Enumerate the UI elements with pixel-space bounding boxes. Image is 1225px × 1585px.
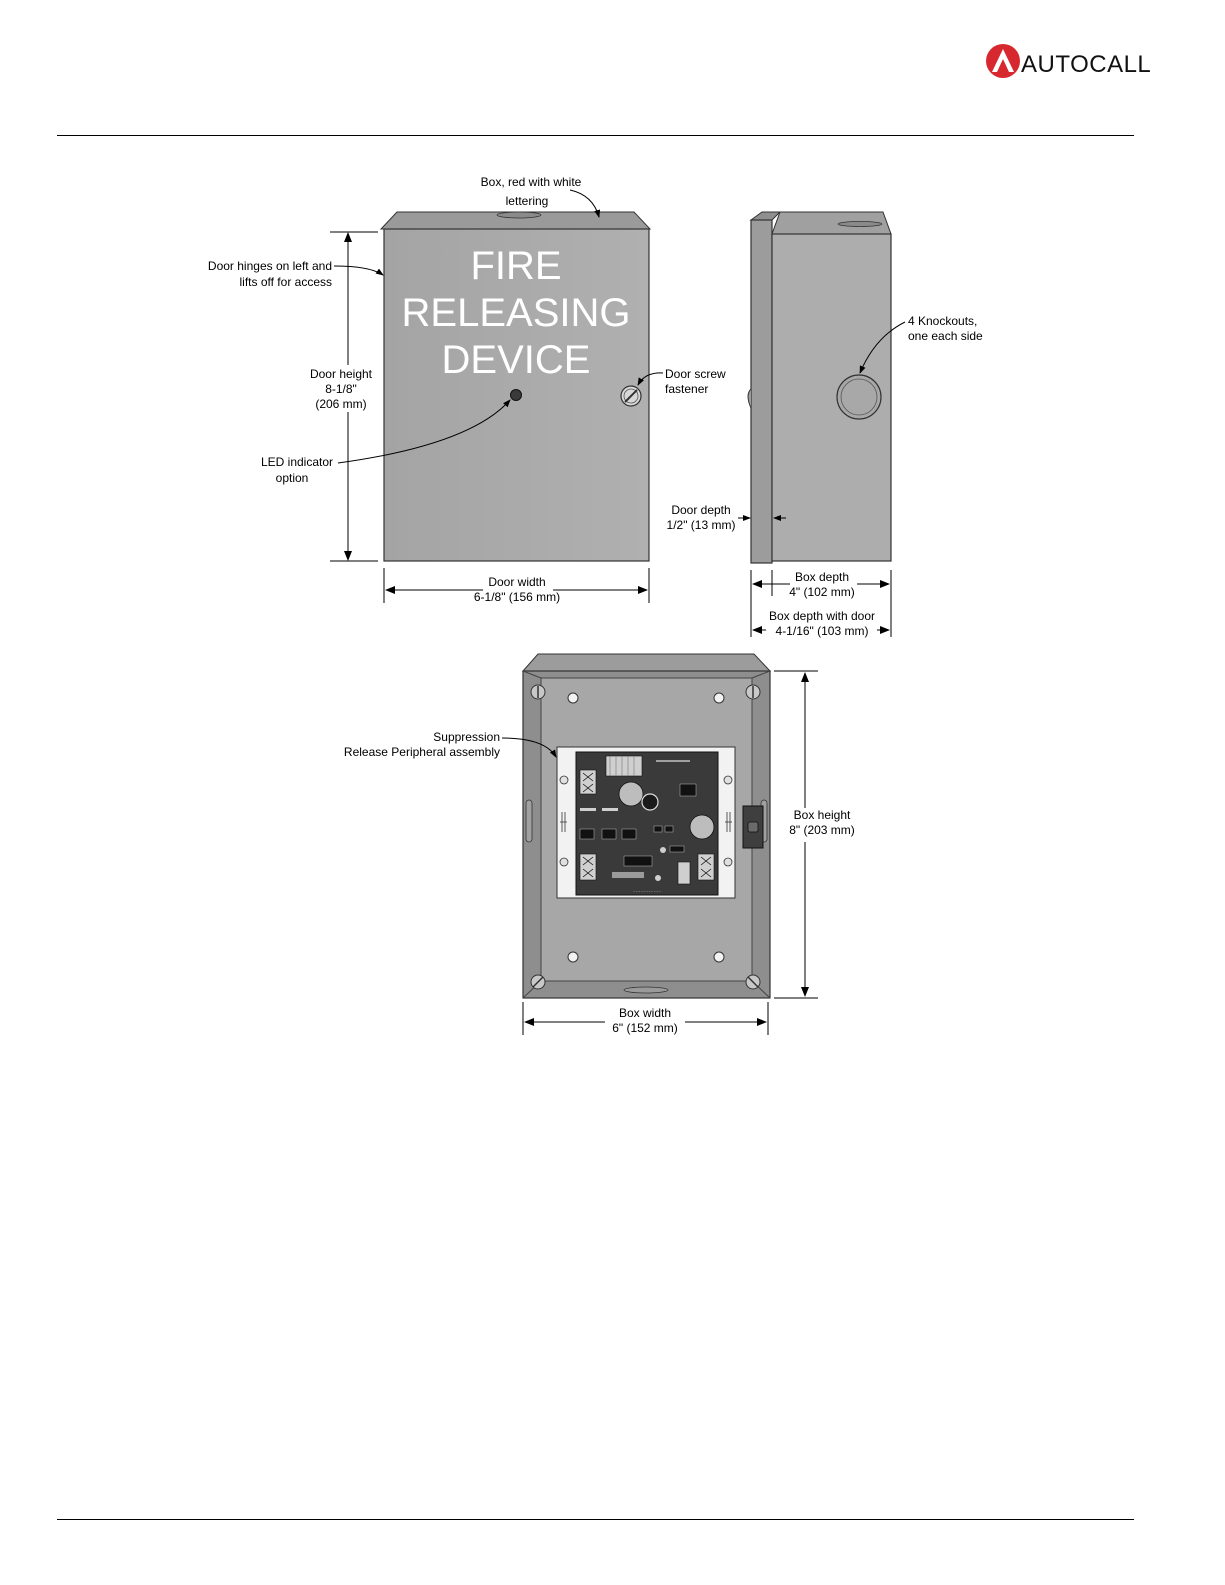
callout-assembly-line-1: Suppression — [433, 730, 500, 744]
leader-door-hinges — [333, 265, 384, 276]
interior-box-top — [521, 653, 772, 672]
front-top-knockout — [496, 211, 542, 219]
callout-box-depth-door-line-1: Box depth with door — [769, 609, 875, 623]
callout-assembly-line-2: Release Peripheral assembly — [344, 745, 500, 759]
front-view: FIRE RELEASING DEVICE Box, red with whit… — [208, 175, 726, 604]
plate-screw-icon — [559, 775, 733, 867]
interior-latch-slot — [747, 821, 759, 833]
mounting-hole-icon — [567, 692, 725, 963]
front-box-top — [379, 211, 652, 230]
callout-box-width-line-1: Box width — [619, 1006, 671, 1020]
side-knockout-inner — [840, 378, 878, 416]
leader-assembly — [501, 737, 557, 758]
callout-led-line-1: LED indicator — [261, 455, 333, 469]
brand-name: AUTOCALL — [1021, 51, 1152, 78]
callout-door-depth-line-2: 1/2" (13 mm) — [667, 518, 736, 532]
interior-view: ~ ~ ~ ~ ~ ~ ~ ~ ~ ~ ~ Suppression Releas… — [344, 653, 855, 1035]
footer-rule — [57, 1519, 1134, 1520]
side-door — [750, 219, 773, 564]
side-door-edge — [749, 211, 782, 221]
side-top-knockout — [837, 221, 883, 227]
callout-door-screw-line-1: Door screw — [665, 367, 726, 381]
callout-door-height-line-1: Door height — [310, 367, 373, 381]
brand-logo-mark-icon — [986, 44, 1020, 78]
callout-box-color-line-2: lettering — [506, 194, 549, 208]
callout-door-hinges-line-1: Door hinges on left and — [208, 259, 332, 273]
callout-door-width-line-2: 6-1/8" (156 mm) — [474, 590, 560, 604]
leader-led — [337, 399, 511, 464]
interior-slot-left — [525, 799, 533, 843]
corner-screw-icon — [530, 684, 761, 990]
header-rule — [57, 135, 1134, 136]
callout-box-depth-line-1: Box depth — [795, 570, 849, 584]
interior-wall-right — [751, 670, 771, 679]
callout-knockouts-line-1: 4 Knockouts, — [908, 314, 977, 328]
callout-door-width-line-1: Door width — [488, 575, 545, 589]
side-hinge-tab — [747, 388, 752, 409]
callout-door-screw-line-2: fastener — [665, 382, 708, 396]
led-indicator-icon — [510, 389, 522, 401]
door-lettering-line-2: RELEASING — [402, 291, 631, 335]
door-lettering-line-1: FIRE — [470, 244, 561, 288]
callout-box-width-line-2: 6" (152 mm) — [612, 1021, 678, 1035]
board-silkscreen: ~ ~ ~ ~ ~ ~ ~ ~ ~ ~ ~ — [633, 889, 661, 893]
callout-box-depth-line-2: 4" (102 mm) — [789, 585, 855, 599]
callout-box-height-line-2: 8" (203 mm) — [789, 823, 855, 837]
callout-knockouts-line-2: one each side — [908, 329, 983, 343]
callout-box-depth-door-line-2: 4-1/16" (103 mm) — [776, 624, 869, 638]
leader-door-screw — [637, 372, 664, 386]
board-components: ~ ~ ~ ~ ~ ~ ~ ~ ~ ~ ~ — [579, 755, 715, 893]
interior-bottom-knockout — [623, 986, 669, 994]
door-screw-icon — [620, 385, 642, 407]
callout-door-hinges-line-2: lifts off for access — [240, 275, 332, 289]
leader-knockouts — [859, 321, 906, 374]
door-lettering-line-3: DEVICE — [442, 338, 591, 382]
callout-door-height-line-2: 8-1/8" — [325, 382, 357, 396]
callout-led-line-2: option — [276, 471, 309, 485]
callout-door-depth-line-1: Door depth — [671, 503, 730, 517]
callout-door-height-line-3: (206 mm) — [315, 397, 366, 411]
interior-wall-left — [522, 670, 542, 679]
leader-box-color — [569, 189, 601, 218]
callout-box-height-line-1: Box height — [794, 808, 851, 822]
side-knockout-icon — [836, 374, 882, 420]
plate-standoff — [560, 812, 732, 832]
callout-box-color-line-1: Box, red with white — [481, 175, 582, 189]
side-view: 4 Knockouts, one each side Door depth 1/… — [667, 211, 983, 638]
